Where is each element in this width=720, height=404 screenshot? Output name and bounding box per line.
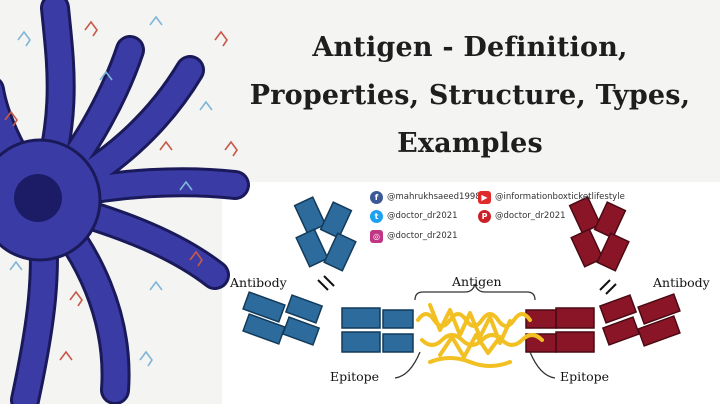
label-epitope-right: Epitope <box>560 369 610 384</box>
social-youtube[interactable]: ▶ @informationboxticketlifestyle <box>478 189 625 205</box>
page-title-line-2: Properties, Structure, Types, <box>249 80 691 111</box>
social-instagram[interactable]: ◎ @doctor_dr2021 <box>370 228 458 244</box>
cell-nucleus <box>14 174 62 222</box>
antigen-bracket <box>414 283 536 301</box>
label-antibody-right: Antibody <box>653 275 710 290</box>
social-pinterest[interactable]: P @doctor_dr2021 <box>478 208 566 224</box>
antigen-shape <box>416 303 544 368</box>
label-antibody-left: Antibody <box>230 275 287 290</box>
social-twitter[interactable]: t @doctor_dr2021 <box>370 208 458 224</box>
epitope-left-pointer <box>394 351 421 379</box>
social-handle: @doctor_dr2021 <box>387 211 458 221</box>
antibody-left-shape <box>242 196 414 353</box>
label-epitope-left: Epitope <box>330 369 380 384</box>
epitope-right-pointer <box>529 351 556 379</box>
diagram-panel <box>222 182 720 404</box>
label-antigen: Antigen <box>452 274 502 289</box>
twitter-icon: t <box>370 209 383 223</box>
instagram-icon: ◎ <box>370 229 383 243</box>
dendritic-cell <box>0 0 250 404</box>
pinterest-icon: P <box>478 209 491 223</box>
social-handle: @doctor_dr2021 <box>495 211 566 221</box>
antibody-right-shape <box>525 196 681 353</box>
page-title-line-1: Antigen - Definition, <box>312 32 628 63</box>
page-title-line-3: Examples <box>397 128 543 159</box>
social-facebook[interactable]: f @mahrukhsaeed1998 <box>370 189 481 205</box>
social-handle: @mahrukhsaeed1998 <box>387 192 481 202</box>
youtube-icon: ▶ <box>478 190 491 204</box>
social-handle: @informationboxticketlifestyle <box>495 192 625 202</box>
facebook-icon: f <box>370 190 383 204</box>
social-handle: @doctor_dr2021 <box>387 231 458 241</box>
